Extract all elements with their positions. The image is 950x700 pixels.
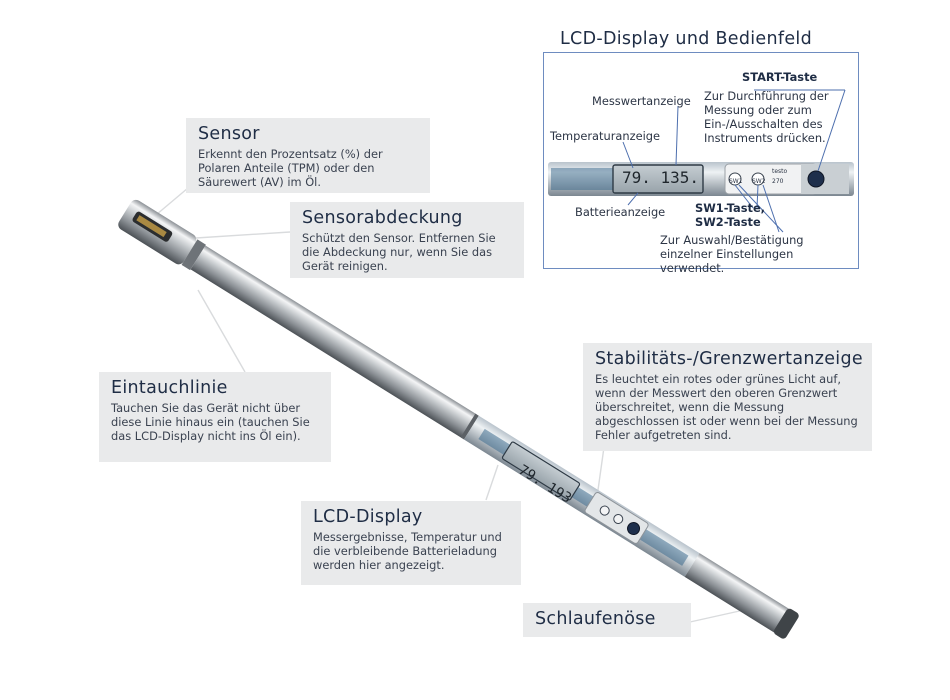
sw-buttons-title-1: SW1-Taste, — [695, 201, 766, 215]
callout-cover-text: Schützt den Sensor. Entfernen Sie die Ab… — [302, 231, 496, 273]
sw-buttons-title-2: SW2-Taste — [695, 215, 761, 229]
callout-loop-title: Schlaufenöse — [535, 609, 656, 629]
callout-strap-eyelet: Schlaufenöse — [523, 603, 691, 637]
callout-lcd-text: Messergebnisse, Temperatur und die verbl… — [313, 530, 502, 572]
callout-stability: Stabilitäts-/Grenzwertanzeige Es leuchte… — [583, 343, 872, 451]
inset-model-label: 270 — [772, 178, 784, 185]
callout-lcd-display: LCD-Display Messergebnisse, Temperatur u… — [301, 501, 521, 585]
inset-sw2-button-label: SW2 — [752, 178, 766, 185]
callout-cover-title: Sensorabdeckung — [302, 208, 463, 228]
inset-sw1-button-label: SW1 — [729, 178, 743, 185]
inset-lcd-reading: 79. 135. — [622, 168, 700, 187]
measure-display-label: Messwertanzeige — [592, 94, 691, 108]
battery-display-label: Batterieanzeige — [575, 205, 666, 219]
start-button-text: Zur Durchführung der Messung oder zum Ei… — [704, 89, 829, 145]
callout-stability-text: Es leuchtet ein rotes oder grünes Licht … — [595, 372, 858, 442]
callout-immersion-line: Eintauchlinie Tauchen Sie das Gerät nich… — [99, 372, 331, 462]
callout-sensor-cover: Sensorabdeckung Schützt den Sensor. Entf… — [290, 202, 524, 278]
temperature-display-label: Temperaturanzeige — [550, 129, 660, 143]
callout-sensor: Sensor Erkennt den Prozentsatz (%) der P… — [186, 118, 430, 193]
thermometer-body — [118, 199, 799, 639]
inset-drawing — [548, 89, 854, 233]
callout-sensor-text: Erkennt den Prozentsatz (%) der Polaren … — [198, 147, 383, 189]
callout-sensor-title: Sensor — [198, 124, 260, 144]
sw-buttons-text: Zur Auswahl/Bestätigung einzelner Einste… — [660, 233, 804, 275]
callout-immersion-title: Eintauchlinie — [111, 378, 228, 398]
inset-title: LCD-Display und Bedienfeld — [560, 29, 812, 49]
start-button-title: START-Taste — [742, 70, 818, 84]
inset-brand-label: testo — [772, 168, 788, 175]
lcd-panel-inset — [543, 52, 859, 269]
callout-immersion-text: Tauchen Sie das Gerät nicht über diese L… — [111, 401, 310, 443]
callout-lcd-title: LCD-Display — [313, 507, 423, 527]
callout-stability-title: Stabilitäts-/Grenzwertanzeige — [595, 349, 863, 369]
